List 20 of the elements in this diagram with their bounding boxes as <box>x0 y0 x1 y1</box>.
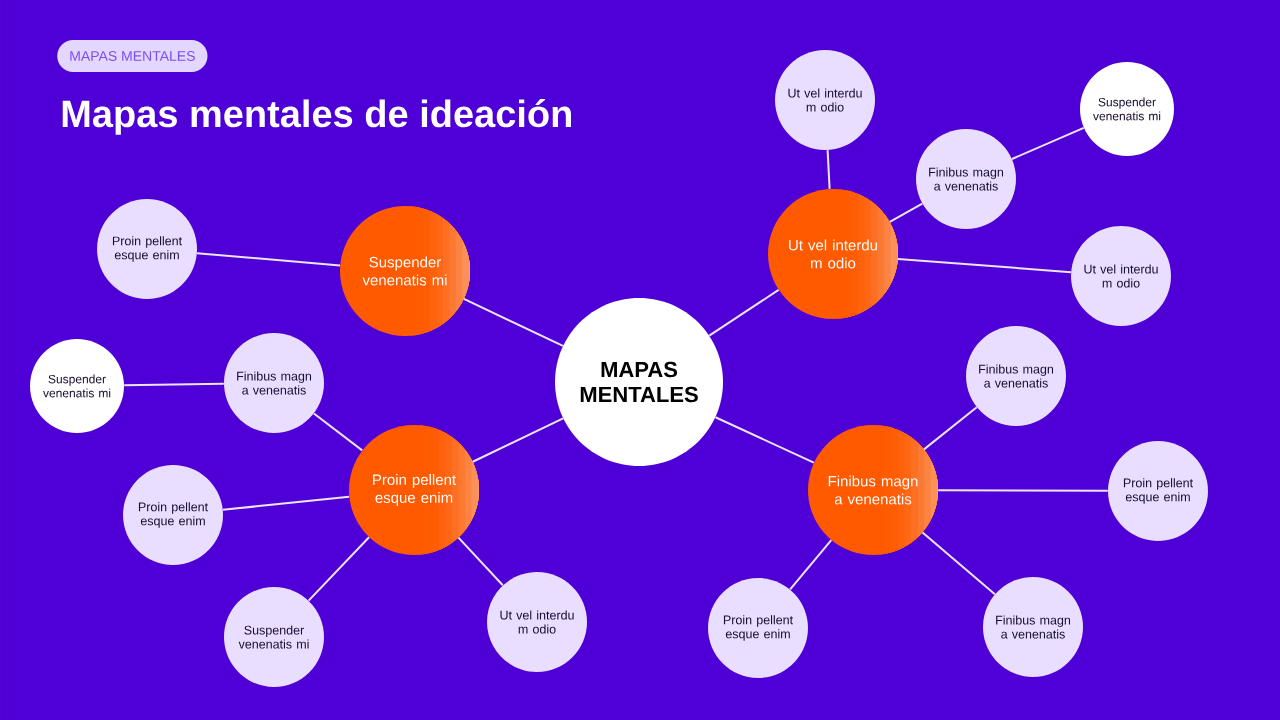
connector-line <box>462 297 564 347</box>
category-badge: MAPAS MENTALES <box>57 40 208 72</box>
connector-line <box>123 382 225 387</box>
connector-line <box>826 149 831 190</box>
connector-line <box>196 252 342 267</box>
connector-line <box>897 257 1072 274</box>
connector-line <box>307 536 371 602</box>
connector-line <box>921 531 996 596</box>
connector-line <box>457 536 504 587</box>
connector-line <box>221 495 351 511</box>
connector-line <box>312 412 364 452</box>
connector-line <box>923 406 978 451</box>
connector-line <box>708 288 780 337</box>
connector-line <box>714 416 815 464</box>
connector-line <box>937 489 1109 492</box>
connector-line <box>1011 126 1085 160</box>
connector-line <box>888 202 924 223</box>
title: Mapas mentales de ideación <box>62 99 571 135</box>
connector-line <box>789 539 833 591</box>
connector-line <box>471 417 565 463</box>
